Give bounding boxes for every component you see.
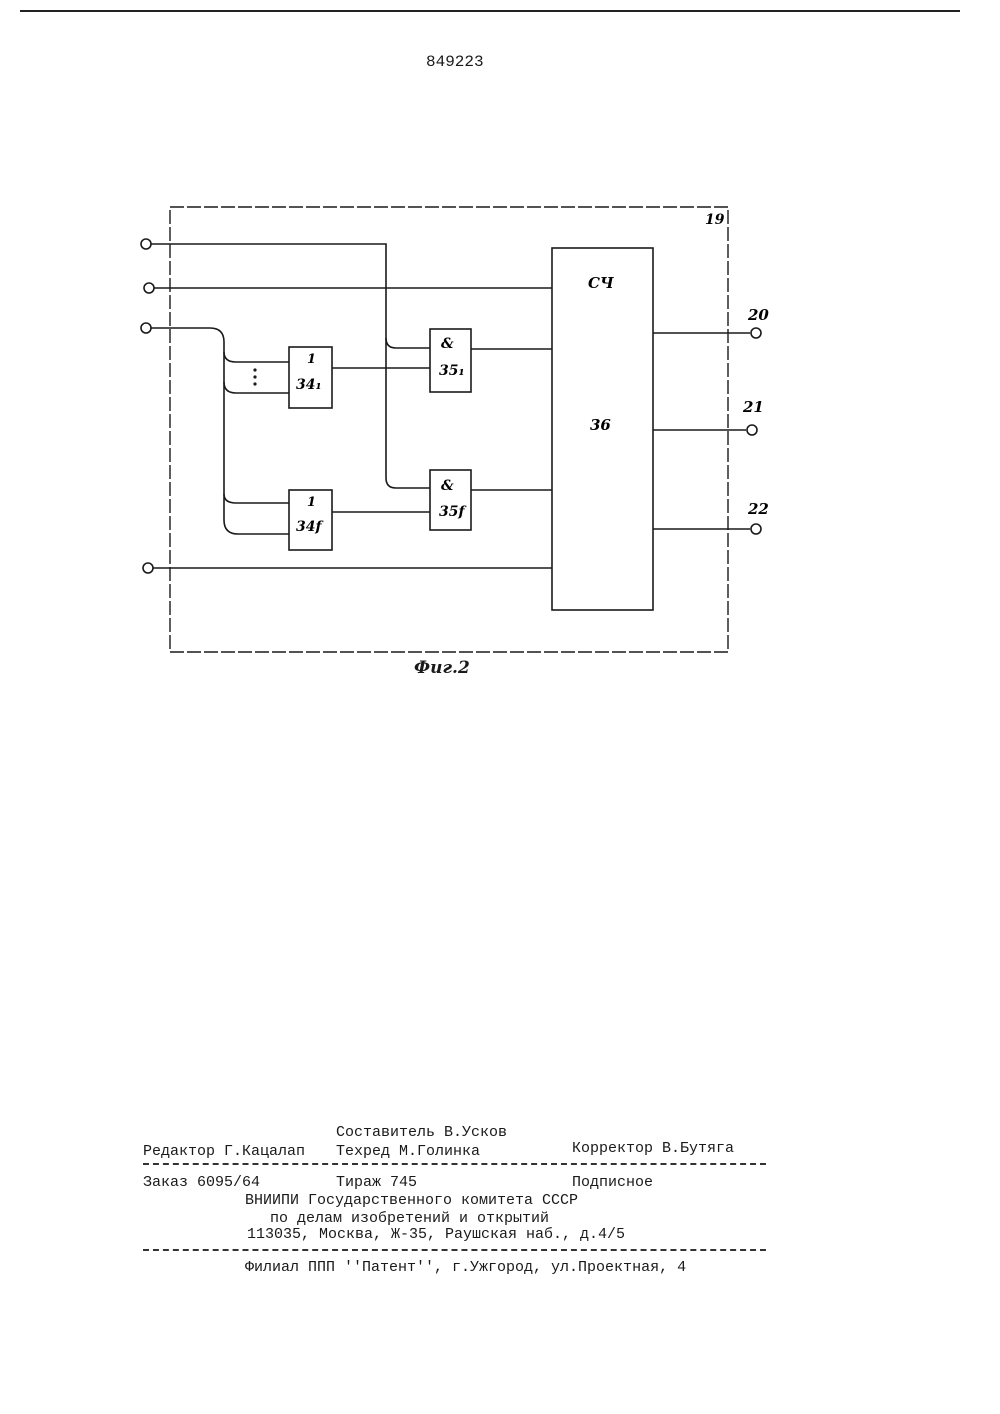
or-f-number: 34f [296,519,324,535]
bus-dot-1 [253,368,256,371]
input-1-branch [386,338,430,348]
and-1-symbol: & [441,336,454,352]
imprint-org-1: ВНИИПИ Государственного комитета СССР [245,1192,578,1210]
output-21-label: 21 [742,398,764,416]
imprint-circulation: Тираж 745 [336,1174,417,1192]
figure-caption: Фиг.2 [414,658,470,678]
imprint-org-3: 113035, Москва, Ж-35, Раушская наб., д.4… [247,1226,625,1244]
counter-number: 36 [590,416,611,434]
counter-symbol: СЧ [588,274,614,292]
output-22-label: 22 [747,500,769,518]
imprint-branch: Филиал ППП ''Патент'', г.Ужгород, ул.Про… [245,1259,686,1277]
input-3-branch-c [224,494,289,503]
output-terminal-21 [747,425,757,435]
imprint-rule-1 [143,1163,766,1165]
and-f-number: 35f [439,504,467,520]
and-1-number: 35₁ [439,363,465,379]
bus-dot-3 [253,382,256,385]
output-terminal-20 [751,328,761,338]
or-1-number: 34₁ [296,377,322,393]
input-terminal-2 [144,283,154,293]
imprint-order: Заказ 6095/64 [143,1174,260,1192]
output-terminal-22 [751,524,761,534]
input-terminal-1 [141,239,151,249]
enclosure-label: 19 [705,212,725,228]
imprint-compiler: Составитель В.Усков [336,1124,507,1142]
and-f-symbol: & [441,478,454,494]
input-3-branch-a [224,352,289,362]
output-20-label: 20 [747,306,769,324]
or-f-symbol: 1 [307,495,316,510]
imprint-rule-2 [143,1249,766,1251]
bus-dot-2 [253,375,256,378]
imprint-corrector: Корректор В.Бутяга [572,1140,734,1158]
or-1-symbol: 1 [307,352,316,367]
enclosure-19 [170,207,728,652]
input-terminal-3 [141,323,151,333]
imprint-techeditor: Техред М.Голинка [336,1143,480,1161]
imprint-editor: Редактор Г.Кацалап [143,1143,305,1161]
input-1-wire [150,244,430,488]
input-terminal-4 [143,563,153,573]
imprint-subscription: Подписное [572,1174,653,1192]
circuit-diagram: 19 СЧ 36 1 34₁ 1 34f & 35₁ & 35f 20 21 2… [0,0,1000,720]
